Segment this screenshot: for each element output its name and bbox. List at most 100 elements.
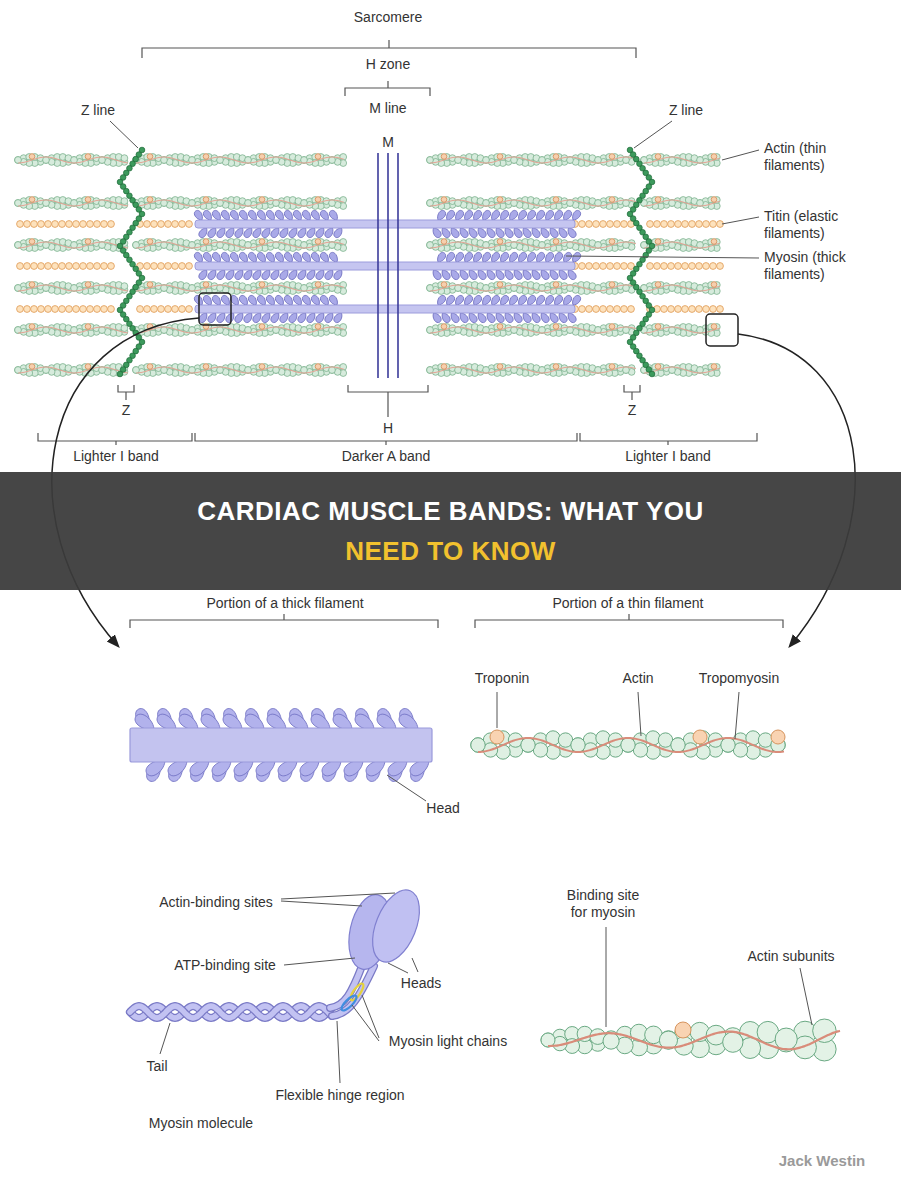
troponin [655, 282, 717, 288]
titin-bead [151, 306, 158, 313]
titin-bead [621, 263, 628, 270]
titin-bead [45, 221, 52, 228]
troponin-dot [441, 324, 447, 330]
tropomyosin-strand [430, 285, 636, 291]
titin-bead [689, 263, 696, 270]
tropomyosin-strand [430, 242, 636, 248]
titin-bead [179, 306, 186, 313]
titin-bead [689, 306, 696, 313]
titin-bead [38, 263, 45, 270]
titin-bead [186, 263, 193, 270]
titin-bead [31, 263, 38, 270]
titin-bead [668, 306, 675, 313]
troponin [655, 154, 717, 160]
troponin-dot [609, 364, 615, 370]
troponin-dot [259, 154, 265, 160]
titin-bead [80, 306, 87, 313]
troponin-dot [203, 282, 209, 288]
titin-bead [66, 221, 73, 228]
thin-filament [15, 154, 128, 167]
troponin-dot [609, 239, 615, 245]
filament-art [15, 147, 840, 1061]
titin-bead [682, 221, 689, 228]
titin-bead [59, 221, 66, 228]
titin-bead [593, 306, 600, 313]
troponin-dot [441, 197, 447, 203]
titin-filament [572, 263, 635, 270]
titin-bead [186, 306, 193, 313]
titin-bead [593, 263, 600, 270]
tropomyosin [430, 242, 636, 248]
troponin [147, 364, 321, 370]
troponin [441, 197, 615, 203]
troponin [29, 239, 91, 245]
titin-bead [151, 263, 158, 270]
thin-filament [133, 282, 347, 295]
thick-filament [195, 305, 575, 313]
actin-subunit [621, 738, 635, 752]
titin-bead [172, 306, 179, 313]
troponin-dot [85, 239, 91, 245]
titin-bead [108, 306, 115, 313]
troponin [655, 324, 717, 330]
titin-bead [600, 306, 607, 313]
titin-bead [94, 221, 101, 228]
titin-filament [17, 221, 115, 228]
titin-bead [24, 263, 31, 270]
troponin-dot [441, 154, 447, 160]
titin-bead [108, 263, 115, 270]
tropomyosin [430, 285, 636, 291]
troponin-dot [259, 197, 265, 203]
titin-bead [144, 221, 151, 228]
troponin-dot [29, 282, 35, 288]
z-line-bead [649, 371, 655, 377]
troponin [29, 364, 91, 370]
titin-bead [45, 263, 52, 270]
titin-bead [17, 221, 24, 228]
thin-filament [641, 282, 721, 295]
troponin-dot [315, 239, 321, 245]
thick-filament [195, 262, 575, 270]
titin-bead [717, 306, 724, 313]
tropomyosin [136, 327, 344, 333]
tropomyosin [136, 367, 344, 373]
thin-filament [15, 364, 128, 377]
titin-filament [137, 221, 193, 228]
troponin [147, 154, 321, 160]
titin-bead [38, 306, 45, 313]
titin-bead [717, 263, 724, 270]
troponin-dot [29, 239, 35, 245]
titin-bead [144, 263, 151, 270]
titin-bead [647, 263, 654, 270]
titin-bead [66, 263, 73, 270]
titin-bead [703, 263, 710, 270]
titin-bead [31, 221, 38, 228]
titin-bead [696, 306, 703, 313]
troponin-dot [259, 239, 265, 245]
troponin-dot [147, 154, 153, 160]
troponin-dot [711, 154, 717, 160]
troponin-dot [441, 364, 447, 370]
actin-subunit [121, 198, 128, 205]
thin-filament [641, 197, 721, 210]
titin-bead [710, 263, 717, 270]
tropomyosin-strand [430, 327, 636, 333]
titin-bead [675, 263, 682, 270]
titin-bead [172, 263, 179, 270]
titin-bead [710, 306, 717, 313]
titin-bead [158, 306, 165, 313]
tropomyosin-strand [430, 200, 636, 206]
thin-filament [15, 282, 128, 295]
titin-bead [607, 263, 614, 270]
thin-filament [641, 154, 721, 167]
troponin [441, 239, 615, 245]
troponin-dot [203, 154, 209, 160]
troponin-dot [655, 197, 661, 203]
troponin-dot [29, 154, 35, 160]
titin-bead [73, 263, 80, 270]
thick-filament [195, 220, 575, 228]
troponin-dot [711, 239, 717, 245]
titin-filament [137, 263, 193, 270]
